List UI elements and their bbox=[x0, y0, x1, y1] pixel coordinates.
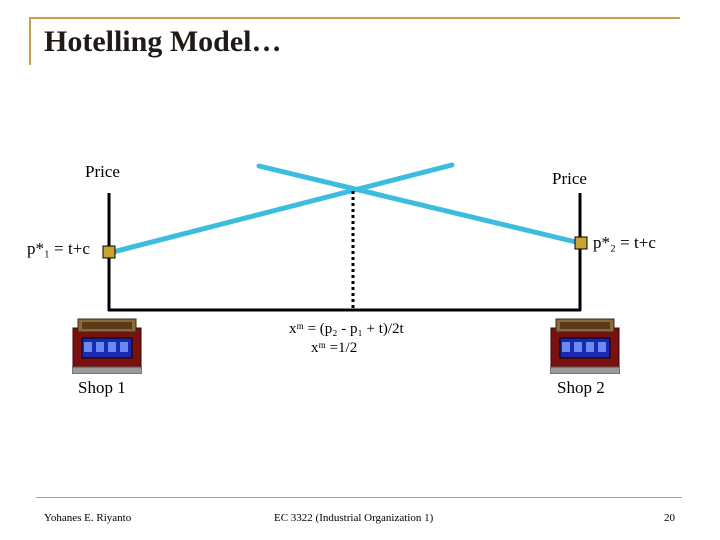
p2-marker bbox=[575, 237, 587, 249]
price-line-shop1 bbox=[109, 165, 452, 253]
shop-icon bbox=[550, 318, 620, 374]
footer-rule bbox=[36, 497, 682, 498]
price-label-right: Price bbox=[552, 169, 587, 189]
shop2-label: Shop 2 bbox=[557, 378, 605, 398]
shop-icon bbox=[72, 318, 142, 374]
p2-star-label: p*₂ = t+c bbox=[593, 233, 656, 253]
p1-star-label: p*₁ = t+c bbox=[27, 239, 90, 259]
footer-course: EC 3322 (Industrial Organization 1) bbox=[274, 512, 433, 524]
xm-formula: xᵐ = (p₂ - p₁ + t)/2t bbox=[289, 321, 404, 338]
footer-author: Yohanes E. Riyanto bbox=[44, 512, 131, 524]
shop1-label: Shop 1 bbox=[78, 378, 126, 398]
xm-value: xᵐ =1/2 bbox=[311, 340, 357, 357]
footer-page-number: 20 bbox=[664, 512, 675, 524]
price-label-left: Price bbox=[85, 162, 120, 182]
p1-marker bbox=[103, 246, 115, 258]
